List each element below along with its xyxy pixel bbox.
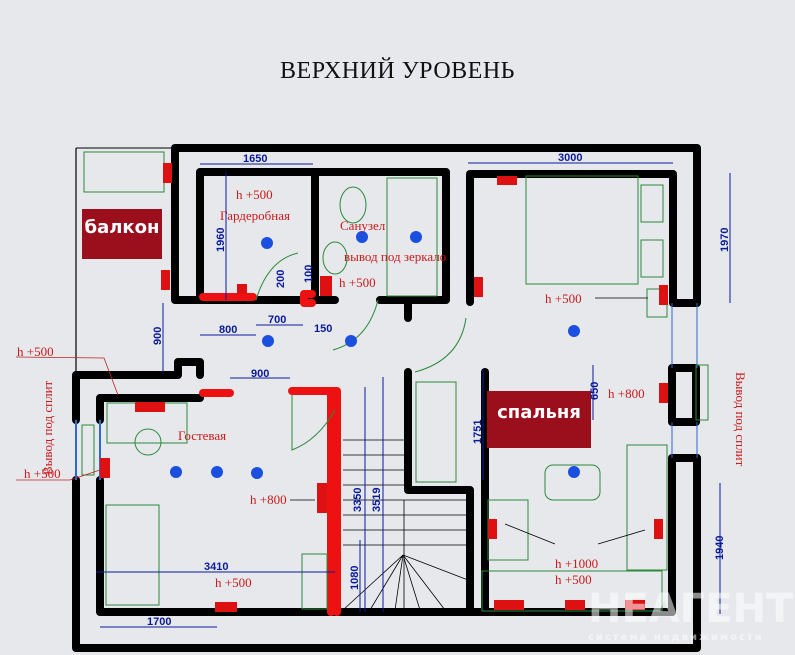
plan-title: ВЕРХНИЙ УРОВЕНЬ bbox=[280, 58, 515, 84]
note: h +500 bbox=[545, 291, 582, 306]
stairs bbox=[342, 439, 470, 611]
outlet-icon bbox=[100, 458, 110, 478]
room-label-wardrobe: Гардеробная bbox=[220, 208, 290, 223]
svg-text:3410: 3410 bbox=[204, 561, 228, 573]
outlet-icon bbox=[320, 276, 332, 296]
room-label-balcony: балкон bbox=[82, 209, 162, 259]
svg-text:1700: 1700 bbox=[147, 616, 171, 628]
room-label-guest: Гостевая bbox=[178, 428, 226, 443]
new-walls bbox=[199, 290, 341, 616]
note: h +800 bbox=[250, 492, 287, 507]
outlet-icon bbox=[659, 383, 668, 403]
lamp-icon bbox=[251, 467, 263, 479]
lamp-icon bbox=[170, 466, 182, 478]
note-split-right: Вывод под сплит bbox=[733, 372, 748, 467]
svg-text:3519: 3519 bbox=[371, 488, 383, 512]
ceiling-lamps bbox=[170, 231, 580, 479]
svg-text:100: 100 bbox=[303, 265, 315, 283]
note: h +500 bbox=[17, 344, 54, 359]
lamp-icon bbox=[261, 237, 273, 249]
lamp-icon bbox=[345, 335, 357, 347]
svg-text:200: 200 bbox=[275, 270, 287, 288]
dimension-lines bbox=[96, 162, 731, 628]
svg-text:3000: 3000 bbox=[558, 152, 582, 164]
svg-text:700: 700 bbox=[268, 314, 286, 326]
watermark-logo: НЕАГЕНТ система недвижимости bbox=[588, 586, 794, 643]
room-label-bedroom: спальня bbox=[487, 391, 591, 448]
note-split-left: Вывод под сплит bbox=[40, 380, 55, 475]
lamp-icon bbox=[211, 466, 223, 478]
svg-text:НЕАГЕНТ: НЕАГЕНТ bbox=[588, 586, 794, 632]
outlet-icon bbox=[215, 602, 237, 612]
note: h +500 bbox=[339, 275, 376, 290]
note: h +500 bbox=[215, 575, 252, 590]
outlets bbox=[100, 163, 668, 612]
svg-text:3350: 3350 bbox=[352, 488, 364, 512]
lamp-icon bbox=[568, 325, 580, 337]
note: h +1000 bbox=[555, 556, 598, 571]
outlet-icon bbox=[317, 483, 327, 513]
outlet-icon bbox=[488, 519, 497, 539]
outlet-icon bbox=[625, 600, 645, 610]
outlet-icon bbox=[497, 176, 517, 185]
outlet-icon bbox=[237, 284, 247, 294]
svg-text:900: 900 bbox=[152, 327, 164, 345]
svg-text:1970: 1970 bbox=[719, 228, 731, 252]
outlet-icon bbox=[474, 277, 483, 297]
doors bbox=[255, 252, 467, 451]
svg-text:балкон: балкон bbox=[85, 217, 160, 238]
lamp-icon bbox=[568, 466, 580, 478]
room-label-bathroom: Санузел bbox=[340, 218, 386, 233]
leader-lines bbox=[15, 297, 648, 545]
lamp-icon bbox=[410, 231, 422, 243]
svg-text:система недвижимости: система недвижимости bbox=[588, 632, 764, 643]
note: h +500 bbox=[555, 572, 592, 587]
svg-text:150: 150 bbox=[314, 323, 332, 335]
note: вывод под зеркало bbox=[344, 249, 446, 264]
svg-text:1751: 1751 bbox=[472, 420, 484, 444]
outlet-icon bbox=[654, 519, 663, 539]
dimension-labels: 1650 3000 1960 1970 200 100 800 700 150 … bbox=[147, 152, 731, 628]
outlet-icon bbox=[494, 600, 524, 610]
svg-text:спальня: спальня bbox=[497, 402, 581, 423]
note: h +500 bbox=[24, 466, 61, 481]
outlet-icon bbox=[161, 270, 170, 290]
svg-text:1940: 1940 bbox=[714, 536, 726, 560]
furniture bbox=[81, 175, 709, 612]
svg-text:1080: 1080 bbox=[349, 566, 361, 590]
lamp-icon bbox=[262, 335, 274, 347]
outlet-icon bbox=[565, 600, 585, 610]
note: h +800 bbox=[608, 386, 645, 401]
svg-text:650: 650 bbox=[589, 382, 601, 400]
svg-text:900: 900 bbox=[251, 368, 269, 380]
outlet-icon bbox=[135, 402, 165, 412]
outlet-icon bbox=[163, 163, 172, 183]
outlet-icon bbox=[659, 285, 668, 305]
svg-text:800: 800 bbox=[219, 324, 237, 336]
svg-text:1960: 1960 bbox=[215, 228, 227, 252]
note: h +500 bbox=[236, 187, 273, 202]
svg-text:1650: 1650 bbox=[243, 153, 267, 165]
lamp-icon bbox=[356, 231, 368, 243]
